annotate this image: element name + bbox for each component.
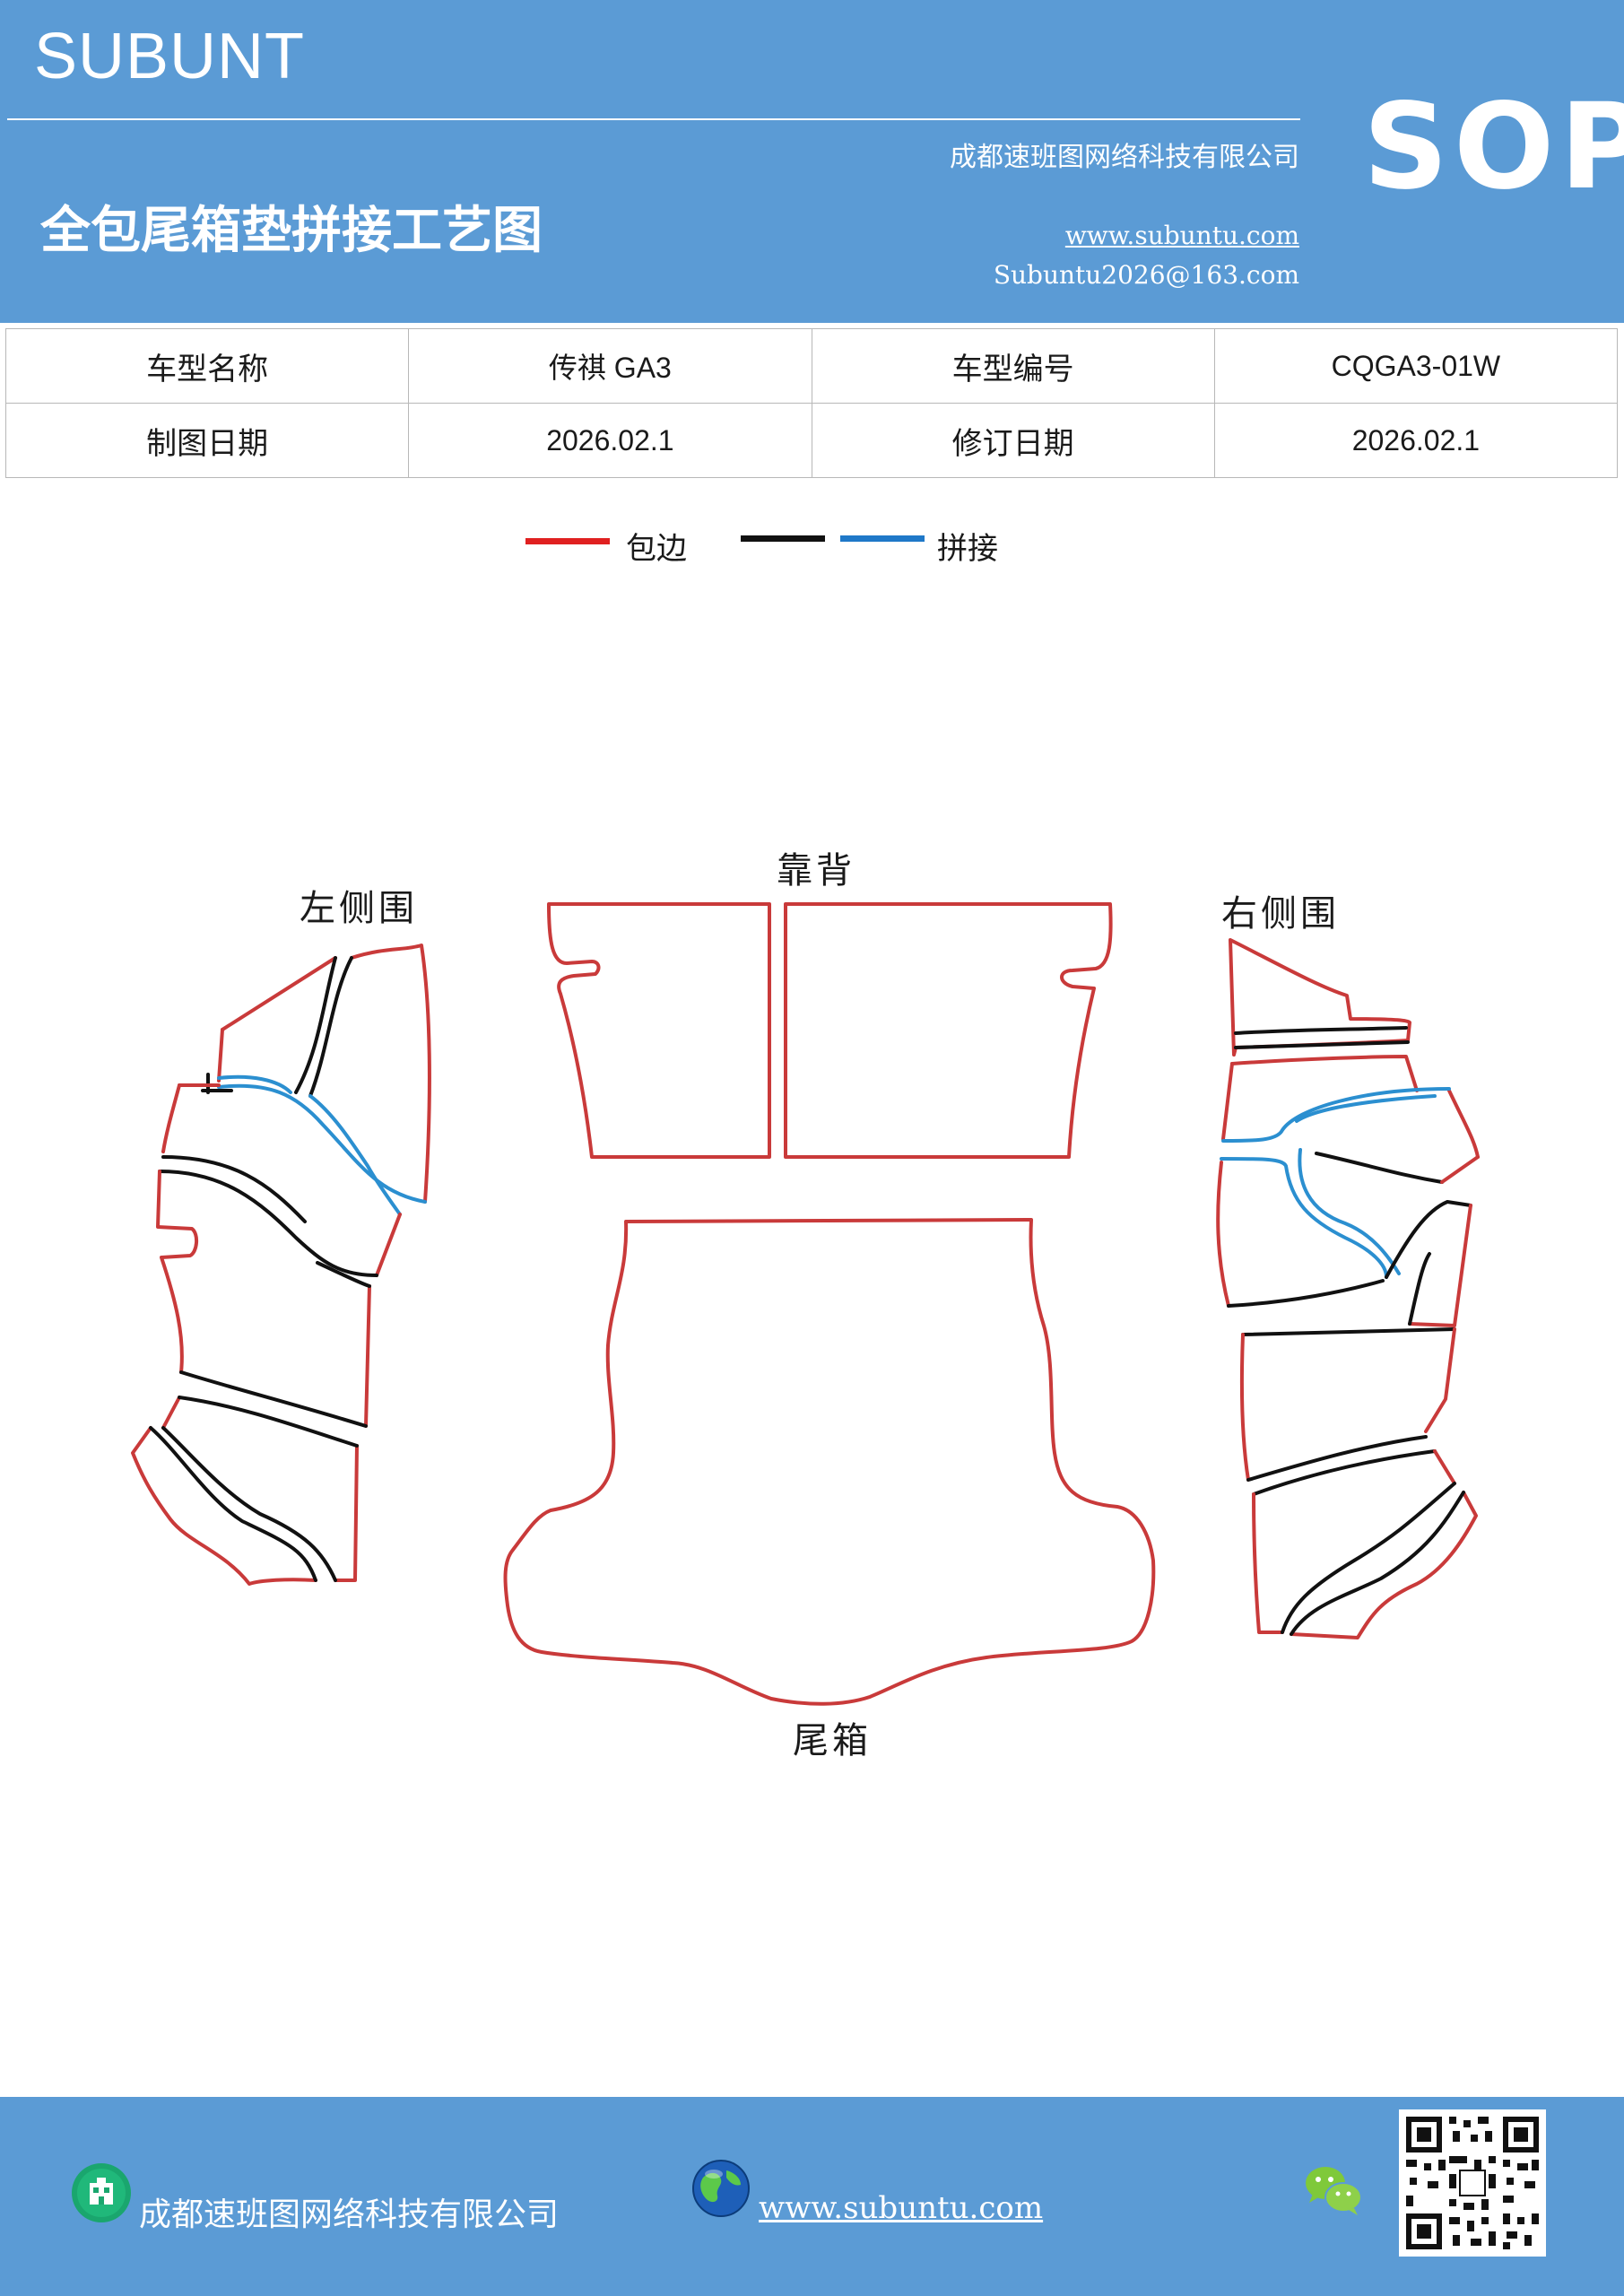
label-draw-date: 制图日期 xyxy=(4,403,410,478)
value-vehicle-code: CQGA3-01W xyxy=(1213,328,1619,404)
table-row: 车型名称 传祺 GA3 车型编号 CQGA3-01W xyxy=(4,328,1619,404)
label-left-side: 左侧围 xyxy=(300,888,418,929)
legend-label-edge: 包边 xyxy=(626,531,687,567)
right-side-pieces xyxy=(1216,938,1480,1639)
vehicle-info-table: 车型名称 传祺 GA3 车型编号 CQGA3-01W 制图日期 2026.02.… xyxy=(4,328,1619,478)
label-trunk: 尾箱 xyxy=(793,1720,872,1761)
label-vehicle-code: 车型编号 xyxy=(811,328,1215,404)
document-title: 全包尾箱垫拼接工艺图 xyxy=(40,202,543,260)
footer-company-name: 成都速班图网络科技有限公司 xyxy=(139,2196,560,2233)
mat-pattern-diagram xyxy=(131,902,1480,1706)
value-vehicle-name: 传祺 GA3 xyxy=(408,328,812,404)
label-revision-date: 修订日期 xyxy=(811,403,1215,478)
trunk-piece xyxy=(503,1218,1156,1706)
label-vehicle-name: 车型名称 xyxy=(4,328,410,404)
header-divider xyxy=(7,118,1300,120)
brand-name: SUBUNT xyxy=(34,21,306,92)
legend-swatch-splice xyxy=(840,535,925,542)
legend-swatch-seam xyxy=(741,535,825,542)
label-right-side: 右侧围 xyxy=(1221,893,1340,935)
wechat-icon xyxy=(1306,2167,1362,2215)
email-address: Subuntu2026@163.com xyxy=(993,260,1299,290)
company-name: 成都速班图网络科技有限公司 xyxy=(950,142,1299,173)
globe-icon xyxy=(692,2160,750,2217)
backrest-piece-right xyxy=(784,902,1113,1159)
backrest-piece-left xyxy=(547,902,771,1159)
table-row: 制图日期 2026.02.1 修订日期 2026.02.1 xyxy=(4,403,1619,478)
left-side-pieces xyxy=(131,944,431,1586)
value-draw-date: 2026.02.1 xyxy=(408,403,812,478)
value-revision-date: 2026.02.1 xyxy=(1213,403,1619,478)
website-link[interactable]: www.subuntu.com xyxy=(1064,221,1299,250)
label-backrest: 靠背 xyxy=(777,850,855,891)
footer-website-link[interactable]: www.subuntu.com xyxy=(759,2190,1044,2226)
sop-badge: SOP xyxy=(1363,78,1624,216)
legend-swatch-edge xyxy=(525,538,610,544)
legend-label-splice: 拼接 xyxy=(937,531,998,567)
qr-code-icon xyxy=(1399,2109,1546,2257)
building-icon xyxy=(72,2163,131,2222)
header-banner: SUBUNT 成都速班图网络科技有限公司 全包尾箱垫拼接工艺图 www.subu… xyxy=(0,0,1624,323)
